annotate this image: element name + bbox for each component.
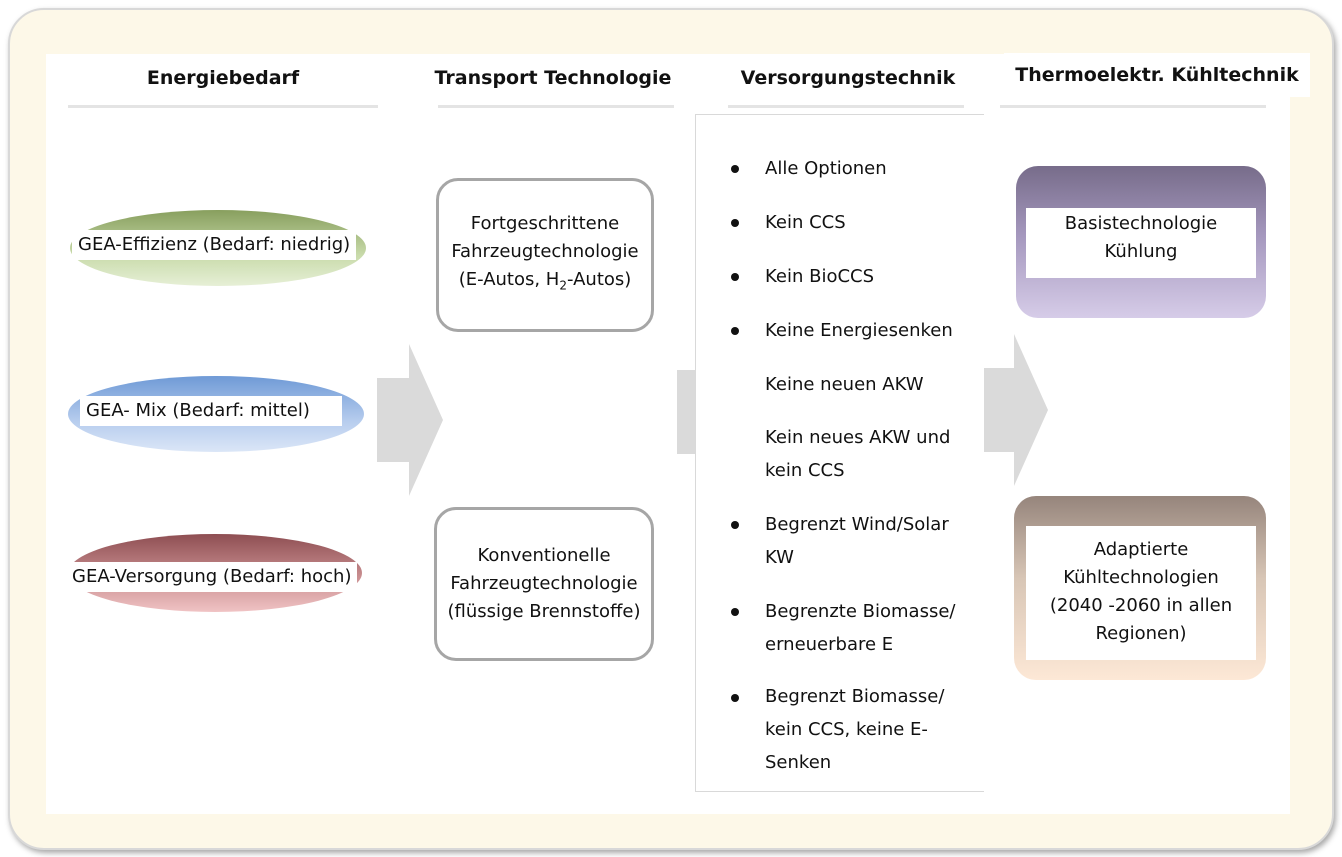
transport-advanced-line1: Fortgeschrittene <box>470 213 620 235</box>
bullet-icon <box>731 165 739 173</box>
column-divider-supply <box>728 105 964 108</box>
column-divider-cooling <box>1000 105 1266 108</box>
bullet-icon <box>731 273 739 281</box>
transport-conventional-line2: Fahrzeugtechnologie <box>450 573 638 594</box>
bullet-icon <box>731 521 739 529</box>
column-header-transport: Transport Technologie <box>434 67 672 89</box>
cooling-label-basic: Basistechnologie Kühlung <box>1026 208 1256 278</box>
supply-option-limited-wind-solar: Begrenzt Wind/Solar KW <box>765 514 949 568</box>
demand-label-efficiency: GEA-Effizienz (Bedarf: niedrig) <box>72 230 357 260</box>
transport-box-advanced: Fortgeschrittene Fahrzeugtechnologie (E-… <box>436 178 654 332</box>
bullet-icon <box>731 327 739 335</box>
cooling-label-adapted: Adaptierte Kühltechnologien (2040 -2060 … <box>1026 526 1256 660</box>
supply-option-no-ccs: Kein CCS <box>765 212 846 233</box>
column-header-energy-demand: Energiebedarf <box>146 67 300 89</box>
supply-option-no-bioccs: Kein BioCCS <box>765 266 875 287</box>
supply-option-no-sinks: Keine Energiesenken <box>765 320 953 341</box>
supply-option-no-new-npp: Keine neuen AKW <box>765 374 924 395</box>
transport-advanced-line3: (E-Autos, H2-Autos) <box>458 269 632 293</box>
supply-option-limited-biomass: Begrenzte Biomasse/ erneuerbare E <box>765 601 956 655</box>
demand-label-mix: GEA- Mix (Bedarf: mittel) <box>80 396 342 426</box>
transport-advanced-line2: Fahrzeugtechnologie <box>451 241 639 263</box>
supply-option-no-npp-no-ccs: Kein neues AKW und kein CCS <box>765 427 951 481</box>
bullet-icon <box>731 694 739 702</box>
supply-option-limited-biomass-no-ccs: Begrenzt Biomasse/ kein CCS, keine E- Se… <box>765 686 945 773</box>
transport-box-conventional: Konventionelle Fahrzeugtechnologie (flüs… <box>434 507 654 661</box>
supply-options-panel <box>695 114 984 792</box>
column-divider-energy-demand <box>68 105 378 108</box>
supply-option-all: Alle Optionen <box>765 158 887 179</box>
column-header-supply: Versorgungstechnik <box>740 67 956 89</box>
bullet-icon <box>731 219 739 227</box>
transport-conventional-line1: Konventionelle <box>477 545 611 566</box>
arrow-right-icon <box>377 344 443 496</box>
column-divider-transport <box>438 105 674 108</box>
demand-label-supply: GEA-Versorgung (Bedarf: hoch) <box>66 562 358 592</box>
arrow-right-icon <box>982 334 1048 486</box>
column-header-cooling: Thermoelektr. Kühltechnik <box>1004 53 1310 97</box>
bullet-icon <box>731 608 739 616</box>
transport-conventional-line3: (flüssige Brennstoffe) <box>447 601 641 622</box>
